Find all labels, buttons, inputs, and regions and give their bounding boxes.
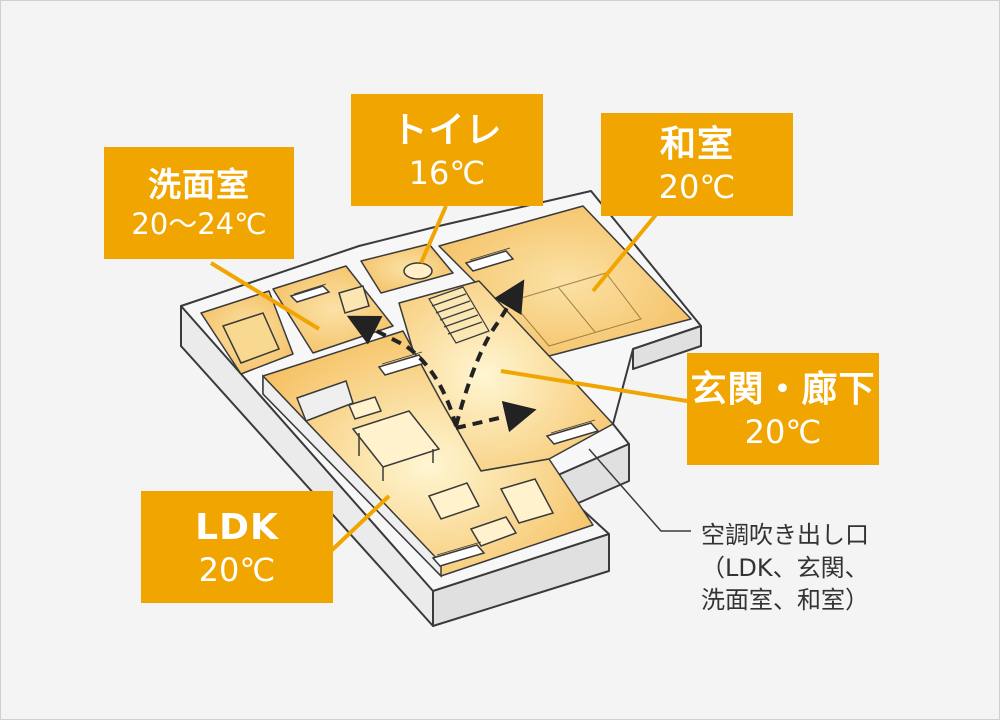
vent-note: 空調吹き出し口 （LDK、玄関、 洗面室、和室）: [701, 519, 961, 617]
airflow-arrows: [346, 279, 537, 433]
vent-note-line-2: （LDK、玄関、: [701, 553, 869, 582]
leader-lines: [209, 205, 688, 553]
tatami-lines: [510, 272, 642, 347]
label-hallway: 玄関・廊下 20℃: [687, 353, 879, 465]
washroom-temp: 20〜24℃: [131, 206, 267, 241]
vent-washroom: [289, 283, 331, 303]
hallway-name: 玄関・廊下: [690, 368, 876, 410]
vent-entrance: [545, 419, 600, 445]
hallway-temp: 20℃: [744, 412, 822, 451]
stairs: [428, 286, 490, 344]
vent-note-line-3: 洗面室、和室）: [701, 586, 869, 615]
ldk-name: LDK: [195, 506, 279, 548]
washroom-name: 洗面室: [148, 165, 250, 205]
vent-callout-line: [588, 448, 691, 532]
ldk-temp: 20℃: [198, 550, 276, 589]
vent-washitsu: [464, 247, 515, 272]
toilet-name: トイレ: [391, 109, 503, 151]
washitsu-name: 和室: [659, 124, 734, 165]
label-washroom: 洗面室 20〜24℃: [104, 147, 294, 259]
bathtub: [221, 312, 281, 364]
ldk-furniture: [347, 396, 555, 547]
label-ldk: LDK 20℃: [141, 491, 333, 603]
toilet-temp: 16℃: [408, 153, 486, 192]
washbasin: [338, 285, 370, 314]
toilet-fixture: [403, 262, 433, 280]
label-toilet: トイレ 16℃: [351, 94, 543, 206]
washitsu-temp: 20℃: [658, 168, 736, 206]
label-washitsu: 和室 20℃: [601, 113, 793, 216]
vent-note-line-1: 空調吹き出し口: [701, 521, 869, 549]
vent-ldk: [431, 541, 486, 567]
